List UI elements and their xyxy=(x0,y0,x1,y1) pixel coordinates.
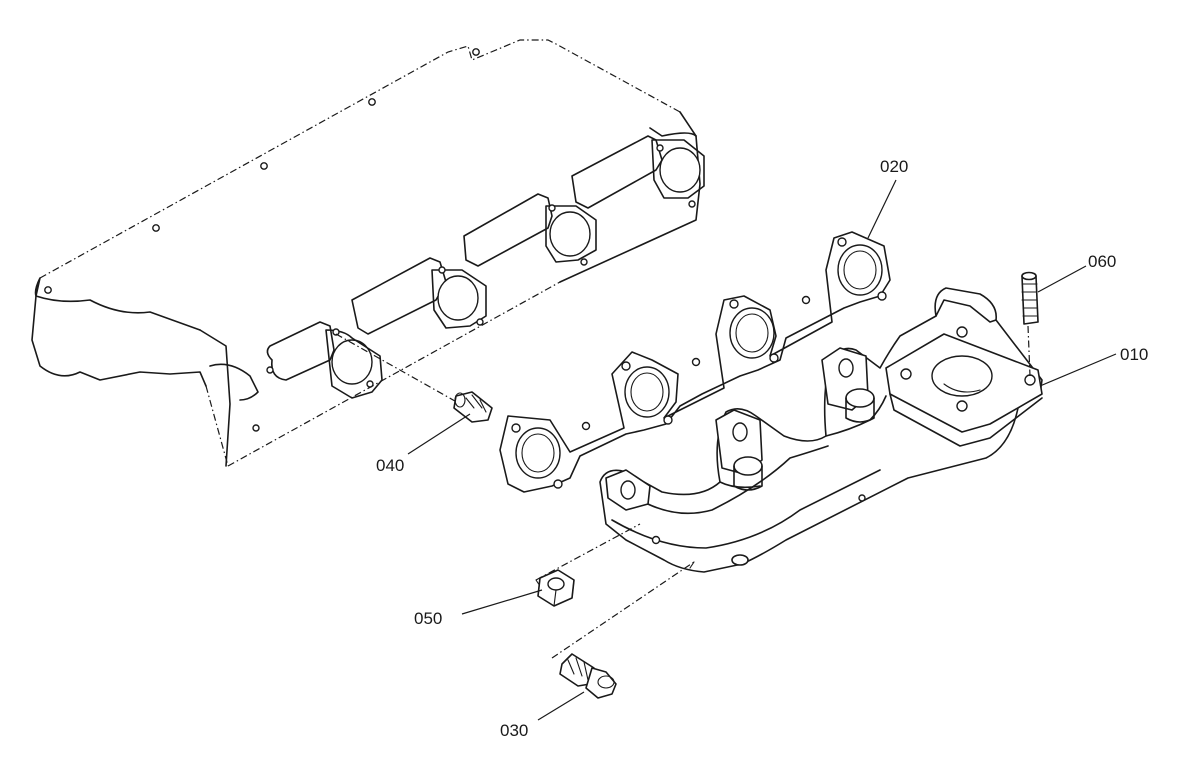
gasket xyxy=(499,231,891,493)
bolt xyxy=(559,653,617,699)
stud xyxy=(1021,271,1039,325)
callout-060: 060 xyxy=(1088,252,1116,271)
head-bolt-holes xyxy=(44,48,696,432)
callout-010: 010 xyxy=(1120,345,1148,364)
callout-050: 050 xyxy=(414,609,442,628)
leader-lines xyxy=(407,179,1117,721)
callout-040: 040 xyxy=(376,456,404,475)
cylinder-head xyxy=(31,39,705,467)
callout-030: 030 xyxy=(500,721,528,740)
exhaust-manifold xyxy=(535,287,1043,659)
callout-020: 020 xyxy=(880,157,908,176)
callout-labels: 020 060 010 040 050 030 xyxy=(376,157,1148,740)
nut xyxy=(537,569,575,607)
stud-bolt xyxy=(453,391,493,423)
